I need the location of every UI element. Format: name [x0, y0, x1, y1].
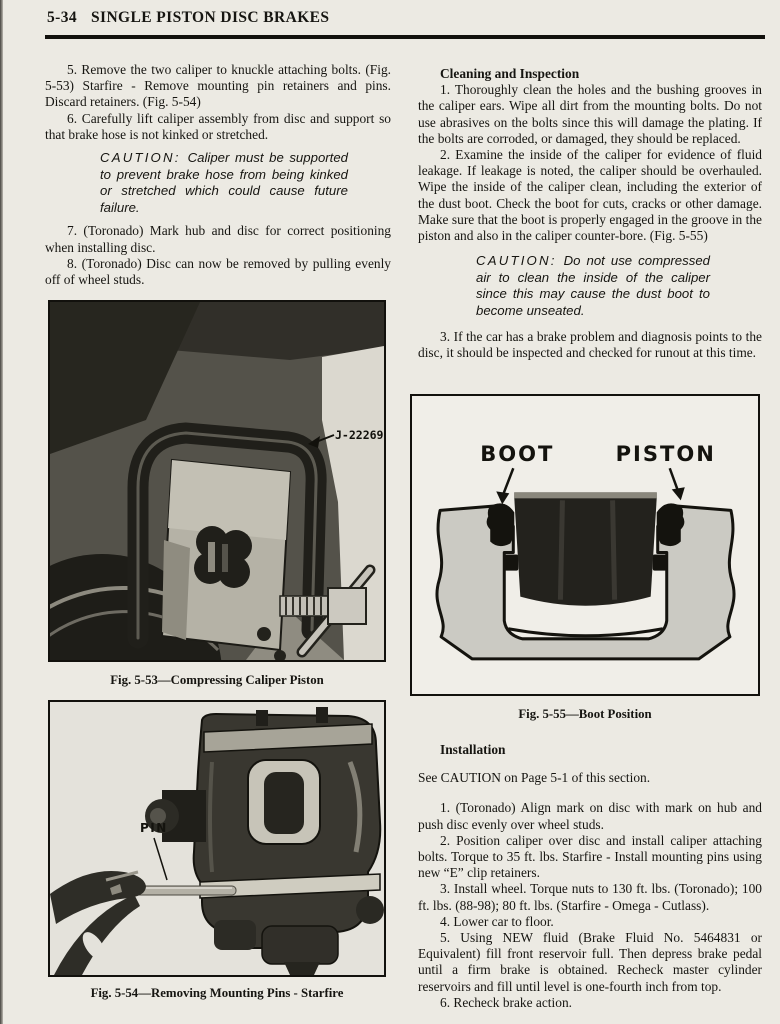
right-column: Cleaning and Inspection 1. Thoroughly cl… — [418, 66, 762, 361]
install-step-4: 4. Lower car to floor. — [440, 913, 554, 929]
step-8: 8. (Toronado) Disc can now be removed by… — [45, 255, 391, 287]
install-step-2: 2. Position caliper over disc and instal… — [418, 832, 762, 881]
caliper-clamp-photo: J-22269 — [50, 302, 384, 660]
page-header: 5-34 SINGLE PISTON DISC BRAKES — [47, 9, 763, 27]
figure-5-55-caption: Fig. 5-55—Boot Position — [518, 707, 652, 721]
page-title: SINGLE PISTON DISC BRAKES — [91, 9, 330, 26]
figure-5-54: PIN — [48, 700, 386, 977]
figure-5-54-caption: Fig. 5-54—Removing Mounting Pins - Starf… — [90, 986, 344, 1000]
cleaning-step-2: 2. Examine the inside of the caliper for… — [418, 147, 762, 244]
caution-block-compressed-air: CAUTION:Do not use compressed air to cle… — [476, 253, 710, 319]
header-divider — [45, 35, 765, 39]
figure-5-53: J-22269 — [48, 300, 386, 662]
pin-callout: PIN — [140, 821, 168, 835]
caution-block-caliper: CAUTION:Caliper must be supported to pre… — [100, 150, 348, 216]
pin-removal-photo: PIN — [50, 702, 384, 975]
scan-edge-artifact — [0, 0, 3, 1024]
installation-intro: See CAUTION on Page 5-1 of this section. — [418, 770, 651, 786]
install-step-1: 1. (Toronado) Align mark on disc with ma… — [418, 800, 762, 832]
cleaning-heading: Cleaning and Inspection — [440, 66, 580, 81]
boot-position-diagram: BOOT PISTON — [412, 396, 758, 694]
caution-label: CAUTION: — [476, 253, 557, 269]
install-step-5: 5. Using NEW fluid (Brake Fluid No. 5464… — [418, 930, 762, 994]
piston-label: PISTON — [616, 441, 716, 466]
install-step-6: 6. Recheck brake action. — [440, 994, 572, 1010]
tool-callout-j22269: J-22269 — [335, 428, 384, 442]
install-step-3: 3. Install wheel. Torque nuts to 130 ft.… — [418, 881, 762, 913]
caution-text: Do not use compressed air to clean the i… — [476, 253, 710, 319]
figure-5-53-caption: Fig. 5-53—Compressing Caliper Piston — [110, 673, 324, 687]
step-6: 6. Carefully lift caliper assembly from … — [45, 110, 391, 142]
step-7: 7. (Toronado) Mark hub and disc for corr… — [45, 223, 391, 255]
caution-text: Caliper must be supported to prevent bra… — [100, 150, 348, 215]
step-5: 5. Remove the two caliper to knuckle att… — [45, 62, 391, 110]
cleaning-step-1: 1. Thoroughly clean the holes and the bu… — [418, 82, 762, 146]
installation-heading: Installation — [440, 742, 506, 757]
boot-label: BOOT — [480, 441, 554, 466]
caution-label: CAUTION: — [100, 150, 181, 166]
page-number: 5-34 — [47, 9, 78, 26]
installation-section: Installation See CAUTION on Page 5-1 of … — [418, 742, 762, 1011]
cleaning-step-3: 3. If the car has a brake problem and di… — [418, 328, 762, 360]
left-column: 5. Remove the two caliper to knuckle att… — [45, 62, 391, 288]
figure-5-55: BOOT PISTON — [410, 394, 760, 696]
